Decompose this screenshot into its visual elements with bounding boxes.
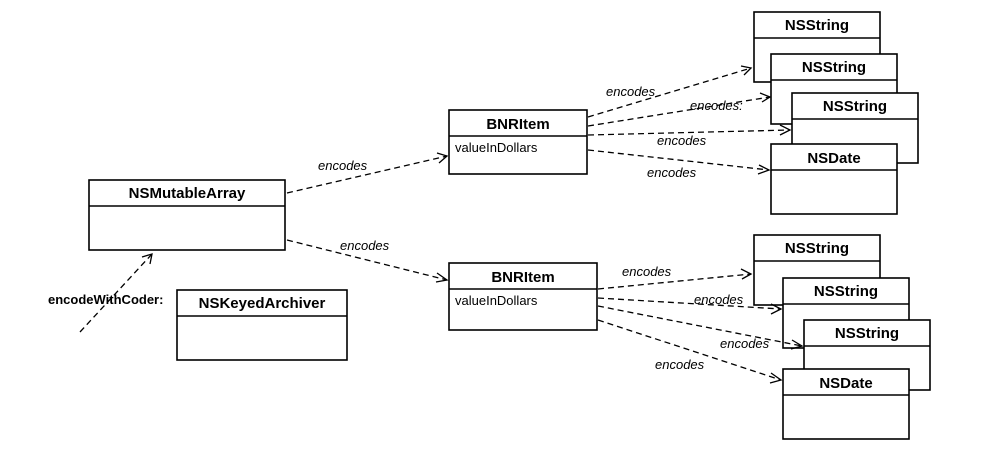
top-ns-string-3-title: NSString	[823, 98, 887, 115]
arrow-top-to-string-1	[587, 65, 753, 118]
bottom-ns-string-1-title: NSString	[785, 240, 849, 257]
bottom-ns-date-class: NSDate	[782, 368, 910, 440]
arrow-top-to-string-2	[587, 92, 772, 127]
bottom-ns-string-2-title: NSString	[814, 283, 878, 300]
bnr-item-top-attr: valueInDollars	[455, 140, 538, 155]
arrow-array-to-item-bottom	[286, 239, 449, 283]
encode-with-coder-label: encodeWithCoder:	[48, 292, 163, 307]
arrow-array-to-item-top	[286, 152, 449, 194]
label-array-to-item-top: encodes	[318, 158, 368, 173]
arrow-top-to-date	[587, 149, 771, 175]
bnr-item-top-title: BNRItem	[486, 116, 549, 133]
top-ns-string-2-title: NSString	[802, 59, 866, 76]
arrow-top-to-string-3	[587, 124, 792, 136]
label-top-to-string-1: encodes	[606, 84, 656, 99]
label-bottom-to-string-1: encodes	[622, 264, 672, 279]
label-array-to-item-bottom: encodes	[340, 238, 390, 253]
bottom-ns-date-title: NSDate	[819, 375, 872, 392]
encode-with-coder-arrow	[79, 253, 153, 333]
arrow-bottom-to-string-2	[597, 297, 783, 315]
bottom-ns-string-3-title: NSString	[835, 325, 899, 342]
arrow-bottom-to-string-1	[597, 268, 753, 290]
label-bottom-to-string-2: encodes	[694, 292, 744, 307]
ns-keyed-archiver-class: NSKeyedArchiver	[176, 289, 348, 361]
bnr-item-top-class: BNRItem valueInDollars	[448, 109, 588, 175]
bnr-item-bottom-title: BNRItem	[491, 269, 554, 286]
arrow-bottom-to-date	[597, 319, 783, 384]
label-top-to-string-2: encodes:	[690, 98, 743, 113]
label-bottom-to-string-3: encodes	[720, 336, 770, 351]
label-top-to-string-3: encodes	[657, 133, 707, 148]
top-ns-date-title: NSDate	[807, 150, 860, 167]
label-top-to-date: encodes	[647, 165, 697, 180]
ns-mutable-array-title: NSMutableArray	[129, 185, 246, 202]
bnr-item-bottom-attr: valueInDollars	[455, 293, 538, 308]
label-bottom-to-date: encodes	[655, 357, 705, 372]
ns-keyed-archiver-title: NSKeyedArchiver	[199, 295, 326, 312]
ns-mutable-array-class: NSMutableArray	[88, 179, 286, 251]
bnr-item-bottom-class: BNRItem valueInDollars	[448, 262, 598, 331]
arrow-bottom-to-string-3	[597, 305, 804, 350]
top-ns-date-class: NSDate	[770, 143, 898, 215]
top-ns-string-1-title: NSString	[785, 17, 849, 34]
